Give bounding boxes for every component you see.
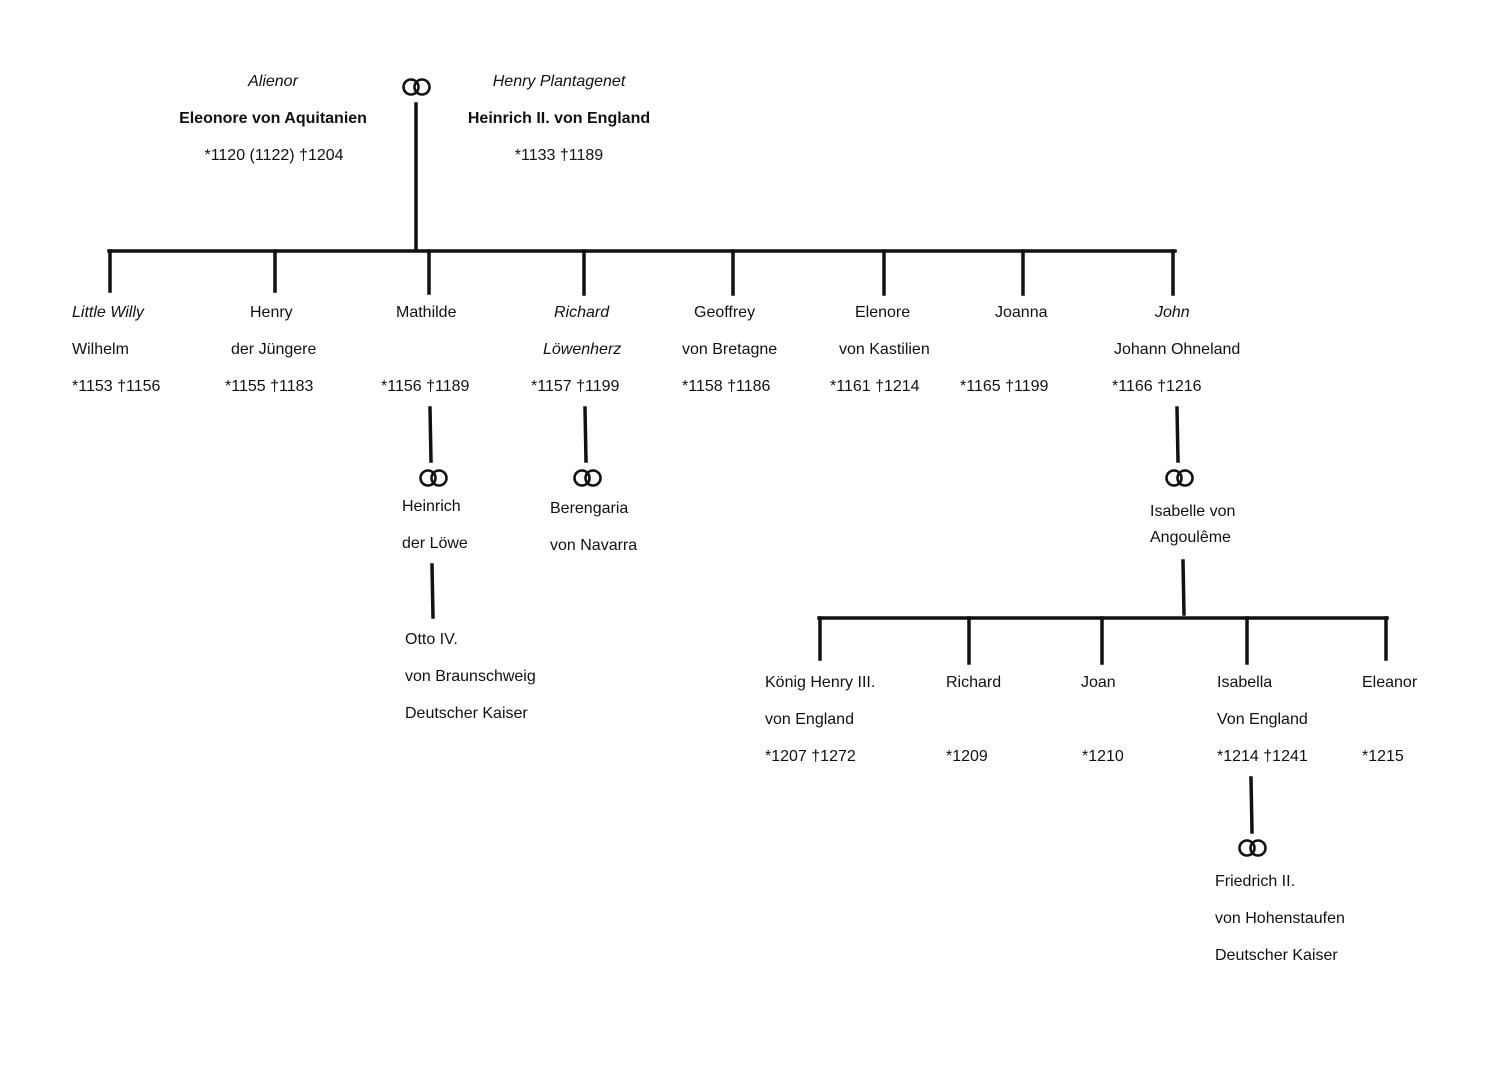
child-line2: der Jüngere xyxy=(231,341,317,358)
mathilde-descent-line xyxy=(430,563,435,619)
wedding-rings-icon-john xyxy=(1165,469,1194,487)
child-line2: Johann Ohneland xyxy=(1114,341,1241,358)
child-dates: *1209 xyxy=(946,748,988,765)
child-line1: Richard xyxy=(554,304,610,321)
child-dates: *1156 †1189 xyxy=(381,378,470,395)
child-line2: von Braunschweig xyxy=(405,668,536,685)
child-line2: von England xyxy=(765,711,854,728)
wedding-rings-icon-mathilde xyxy=(419,469,448,487)
father-name: Heinrich II. von England xyxy=(467,110,651,127)
john-descent-line xyxy=(1181,559,1186,616)
spouse-line1: Berengaria xyxy=(550,500,629,517)
father-alias: Henry Plantagenet xyxy=(492,73,626,90)
child-dates: *1166 †1216 xyxy=(1112,378,1202,395)
child-line2: Von England xyxy=(1217,711,1308,728)
child-dates: *1153 †1156 xyxy=(72,378,161,395)
child-line2: Wilhelm xyxy=(72,341,129,358)
child-line1: Otto IV. xyxy=(405,631,458,648)
child-line1: Geoffrey xyxy=(694,304,756,321)
child-dates: *1158 †1186 xyxy=(682,378,771,395)
father-dates: *1133 †1189 xyxy=(514,147,604,164)
child-line2: Löwenherz xyxy=(543,341,622,358)
richard-marriage-line xyxy=(583,406,588,463)
spouse-line1: Heinrich xyxy=(402,498,461,515)
child-line1: Little Willy xyxy=(72,304,144,321)
child-line1: Eleanor xyxy=(1362,674,1418,691)
child-dates: *1155 †1183 xyxy=(225,378,314,395)
child-line1: Joanna xyxy=(995,304,1048,321)
spouse-line2: der Löwe xyxy=(402,535,468,552)
mother-alias: Alienor xyxy=(248,73,298,90)
mathilde-marriage-line xyxy=(428,406,433,463)
spouse-line2: von Navarra xyxy=(550,537,638,554)
child-line1: Mathilde xyxy=(396,304,457,321)
spouse-line2: Angoulême xyxy=(1150,529,1231,546)
child-dates: *1161 †1214 xyxy=(830,378,920,395)
isabella-marriage-line xyxy=(1249,776,1254,834)
spouse-line2: von Hohenstaufen xyxy=(1215,910,1345,927)
child-line1: König Henry III. xyxy=(765,674,876,691)
child-dates: *1215 xyxy=(1362,748,1404,765)
child-dates: *1165 †1199 xyxy=(960,378,1049,395)
child-line1: Joan xyxy=(1081,674,1116,691)
child-line2: von Kastilien xyxy=(839,341,930,358)
child-dates: *1157 †1199 xyxy=(531,378,620,395)
child-line1: John xyxy=(1155,304,1190,321)
mother-name: Eleonore von Aquitanien xyxy=(179,110,367,127)
child-dates: *1207 †1272 xyxy=(765,748,856,765)
mother-dates: *1120 (1122) †1204 xyxy=(204,147,344,164)
spouse-line3: Deutscher Kaiser xyxy=(1215,947,1338,964)
child-dates: *1214 †1241 xyxy=(1217,748,1308,765)
child-line1: Richard xyxy=(946,674,1002,691)
child-line2: von Bretagne xyxy=(682,341,778,358)
child-line3: Deutscher Kaiser xyxy=(405,705,528,722)
wedding-rings-icon-isabella xyxy=(1238,839,1267,857)
child-line1: Isabella xyxy=(1217,674,1273,691)
john-marriage-line xyxy=(1175,406,1180,463)
spouse-line1: Isabelle von xyxy=(1150,503,1236,520)
wedding-rings-icon-richard xyxy=(573,469,602,487)
child-dates: *1210 xyxy=(1082,748,1124,765)
child-line1: Elenore xyxy=(855,304,911,321)
child-line1: Henry xyxy=(250,304,293,321)
spouse-line1: Friedrich II. xyxy=(1215,873,1296,890)
wedding-rings-icon-parents xyxy=(402,78,431,96)
